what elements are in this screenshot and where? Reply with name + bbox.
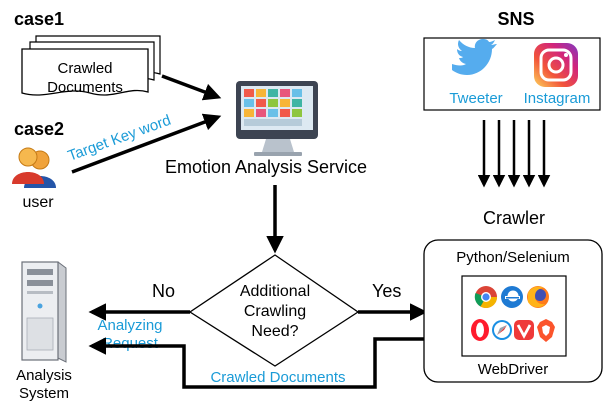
crawled-documents-return-label: Crawled Documents [210, 369, 345, 386]
analyzing-request-line1: Analyzing [97, 317, 162, 334]
case1-to-service-arrow [161, 74, 222, 101]
decision-no-label: No [152, 281, 175, 301]
analysis-system-line1: Analysis [16, 367, 72, 384]
instagram-label: Instagram [524, 90, 591, 107]
analysis-system-line2: System [19, 385, 69, 402]
crawled-documents-line1: Crawled [57, 60, 112, 77]
twitter-label: Tweeter [449, 90, 502, 107]
python-selenium-label: Python/Selenium [456, 249, 569, 266]
chrome-icon [474, 286, 497, 308]
monitor-icon [236, 81, 318, 156]
firefox-icon [527, 286, 549, 308]
crawler-title: Crawler [483, 208, 545, 228]
safari-icon [492, 320, 512, 340]
vivaldi-icon [514, 320, 534, 340]
sns-title: SNS [497, 9, 534, 29]
emotion-analysis-service-label: Emotion Analysis Service [165, 157, 367, 177]
instagram-icon [534, 43, 578, 87]
decision-line2: Crawling [244, 303, 306, 320]
crawled-documents-line2: Documents [47, 79, 123, 96]
sns-to-crawler-arrows [477, 120, 551, 188]
case2-title: case2 [14, 119, 64, 139]
crawled-documents-return-arrow [88, 337, 424, 389]
crawled-documents-stack: Crawled Documents [21, 35, 161, 96]
decision-yes-label: Yes [372, 281, 401, 301]
twitter-icon [452, 39, 497, 75]
user-label: user [22, 194, 54, 211]
edge-icon [501, 286, 523, 308]
case2-to-service-arrow [71, 113, 222, 174]
webdriver-label: WebDriver [478, 361, 549, 378]
user-icon [12, 147, 56, 188]
server-tower-icon [21, 261, 67, 363]
decision-line1: Additional [240, 283, 310, 300]
analyzing-request-line2: Request [102, 335, 159, 352]
opera-icon [471, 319, 489, 341]
case1-title: case1 [14, 9, 64, 29]
brave-icon [537, 319, 555, 342]
decision-diamond [188, 254, 360, 367]
decision-line3: Need? [251, 323, 298, 340]
